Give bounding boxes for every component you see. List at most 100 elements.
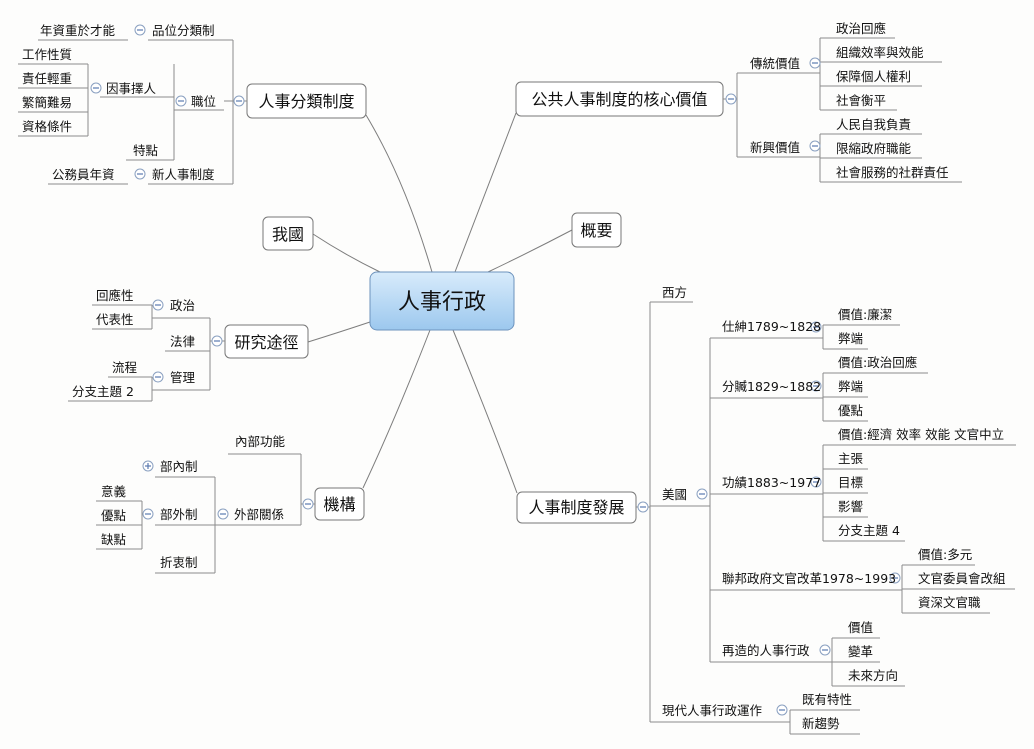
node-label[interactable]: 限縮政府職能: [836, 141, 912, 156]
node-label[interactable]: 聯邦政府文官改革1978~1993: [722, 571, 896, 586]
node-label[interactable]: 資格條件: [22, 119, 72, 134]
node-label[interactable]: 目標: [838, 475, 864, 490]
topic-our-country[interactable]: 我國: [262, 216, 314, 251]
node-label[interactable]: 價值:經濟 效率 效能 文官中立: [838, 427, 1004, 442]
node-label[interactable]: 意義: [101, 484, 127, 499]
branch-development: 西方 美國 仕紳1789~1828 價值:廉潔 弊端 分贓1829~1882 價…: [636, 285, 1016, 735]
topic-core-values-label: 公共人事制度的核心價值: [531, 90, 707, 109]
node-label[interactable]: 組織效率與效能: [836, 45, 924, 60]
node-label[interactable]: 特點: [133, 143, 158, 158]
collapse-toggle-icon[interactable]: [217, 508, 229, 520]
node-label[interactable]: 主張: [838, 451, 864, 466]
branch-institutions: 內部功能 外部關係 部內制 部外制 意義 優點 缺點 折衷制: [96, 434, 315, 574]
node-label[interactable]: 流程: [112, 360, 138, 375]
topic-our-country-label: 我國: [272, 225, 304, 244]
topic-core-values[interactable]: 公共人事制度的核心價值: [515, 81, 724, 117]
node-label[interactable]: 繁簡難易: [22, 95, 72, 110]
node-label[interactable]: 人民自我負責: [836, 117, 911, 132]
collapse-toggle-icon[interactable]: [134, 168, 146, 180]
node-label[interactable]: 傳統價值: [750, 56, 800, 71]
topic-classification[interactable]: 人事分類制度: [246, 83, 367, 119]
node-label[interactable]: 年資重於才能: [40, 23, 116, 38]
collapse-toggle-icon[interactable]: [725, 93, 737, 105]
node-label[interactable]: 價值:廉潔: [838, 307, 892, 322]
topic-institutions[interactable]: 機構: [314, 487, 365, 521]
node-label[interactable]: 美國: [662, 487, 687, 502]
collapse-toggle-icon[interactable]: [810, 321, 822, 333]
node-label[interactable]: 回應性: [96, 288, 134, 303]
node-label[interactable]: 弊端: [838, 331, 863, 346]
topic-approaches[interactable]: 研究途徑: [224, 324, 309, 359]
node-label[interactable]: 責任輕重: [22, 71, 72, 86]
topic-institutions-label: 機構: [323, 495, 355, 514]
node-label[interactable]: 品位分類制: [152, 23, 215, 38]
collapse-toggle-icon[interactable]: [776, 704, 788, 716]
collapse-toggle-icon[interactable]: [302, 498, 314, 510]
node-label[interactable]: 價值:政治回應: [838, 355, 917, 370]
node-label[interactable]: 仕紳1789~1828: [722, 319, 821, 334]
collapse-toggle-icon[interactable]: [819, 644, 831, 656]
node-label[interactable]: 功績1883~1977: [722, 475, 821, 490]
collapse-toggle-icon[interactable]: [90, 82, 102, 94]
node-label[interactable]: 公務員年資: [52, 167, 115, 182]
node-label[interactable]: 部外制: [160, 507, 198, 522]
node-label[interactable]: 西方: [662, 285, 687, 300]
node-label[interactable]: 弊端: [838, 379, 863, 394]
node-label[interactable]: 優點: [838, 403, 863, 418]
node-label[interactable]: 部內制: [160, 459, 198, 474]
node-label[interactable]: 價值:多元: [918, 547, 972, 562]
node-label[interactable]: 代表性: [96, 312, 134, 327]
node-label[interactable]: 職位: [191, 94, 216, 109]
topic-overview[interactable]: 概要: [571, 212, 622, 248]
node-label[interactable]: 政治: [170, 298, 195, 313]
node-label[interactable]: 變革: [848, 644, 873, 659]
node-label[interactable]: 社會服務的社群責任: [836, 165, 949, 180]
topic-approaches-label: 研究途徑: [234, 333, 298, 352]
node-label[interactable]: 內部功能: [235, 434, 286, 449]
node-label[interactable]: 缺點: [101, 532, 126, 547]
collapse-toggle-icon[interactable]: [809, 57, 821, 69]
node-label[interactable]: 現代人事行政運作: [662, 703, 763, 718]
topic-development[interactable]: 人事制度發展: [516, 491, 637, 524]
node-label[interactable]: 未來方向: [848, 668, 898, 683]
node-label[interactable]: 因事擇人: [106, 81, 157, 96]
collapse-toggle-icon[interactable]: [233, 95, 245, 107]
node-label[interactable]: 資深文官職: [918, 595, 981, 610]
node-label[interactable]: 分支主題 4: [838, 523, 900, 538]
node-label[interactable]: 保障個人權利: [836, 69, 911, 84]
collapse-toggle-icon[interactable]: [134, 24, 146, 36]
node-label[interactable]: 分支主題 2: [72, 384, 134, 399]
node-label[interactable]: 新趨勢: [802, 716, 840, 731]
node-label[interactable]: 法律: [170, 334, 195, 349]
node-label[interactable]: 價值: [848, 620, 873, 635]
node-label[interactable]: 社會衡平: [836, 93, 886, 108]
collapse-toggle-icon[interactable]: [152, 299, 164, 311]
collapse-toggle-icon[interactable]: [637, 501, 649, 513]
collapse-toggle-icon[interactable]: [810, 476, 822, 488]
node-label[interactable]: 管理: [170, 370, 196, 385]
node-label[interactable]: 優點: [101, 508, 126, 523]
root-topic[interactable]: 人事行政: [369, 271, 515, 331]
collapse-toggle-icon[interactable]: [810, 380, 822, 392]
topic-classification-label: 人事分類制度: [258, 92, 354, 111]
node-label[interactable]: 新人事制度: [152, 167, 215, 182]
expand-toggle-icon[interactable]: [142, 460, 154, 472]
node-label[interactable]: 既有特性: [802, 692, 852, 707]
node-label[interactable]: 分贓1829~1882: [722, 379, 821, 394]
node-label[interactable]: 工作性質: [22, 47, 72, 62]
node-label[interactable]: 政治回應: [836, 21, 886, 36]
collapse-toggle-icon[interactable]: [809, 140, 821, 152]
collapse-toggle-icon[interactable]: [175, 95, 187, 107]
collapse-toggle-icon[interactable]: [211, 335, 223, 347]
collapse-toggle-icon[interactable]: [696, 488, 708, 500]
node-label[interactable]: 影響: [838, 499, 863, 514]
topic-overview-label: 概要: [580, 221, 612, 240]
node-label[interactable]: 新興價值: [750, 140, 800, 155]
node-label[interactable]: 文官委員會改組: [918, 571, 1006, 586]
node-label[interactable]: 外部關係: [234, 507, 284, 522]
node-label[interactable]: 再造的人事行政: [722, 643, 810, 658]
collapse-toggle-icon[interactable]: [152, 371, 164, 383]
collapse-toggle-icon[interactable]: [889, 572, 901, 584]
collapse-toggle-icon[interactable]: [142, 508, 154, 520]
node-label[interactable]: 折衷制: [160, 555, 198, 570]
